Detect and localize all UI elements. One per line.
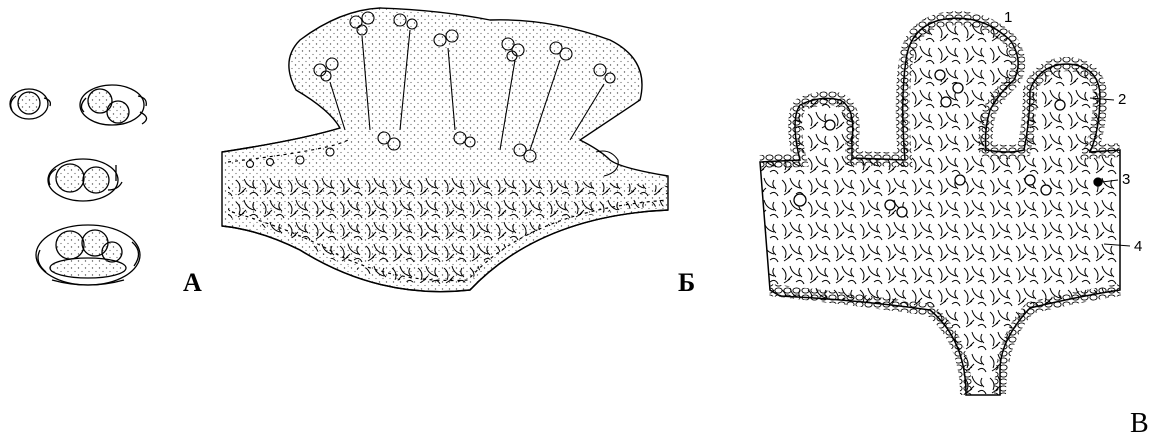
callout-3: 3 (1122, 172, 1130, 187)
panel-b-drawing (222, 8, 668, 292)
panel-c-drawing (760, 18, 1130, 395)
panel-a-drawing (10, 85, 147, 285)
callout-4: 4 (1134, 239, 1142, 254)
soredium-3 (48, 159, 122, 201)
panel-label-b: Б (678, 270, 695, 296)
soredium-4 (36, 225, 140, 285)
panel-label-a: А (183, 270, 202, 296)
callout-1: 1 (1004, 10, 1012, 25)
hyphal-network (228, 176, 668, 284)
soredium-2 (80, 85, 147, 125)
panel-label-c: В (1130, 410, 1149, 438)
callout-2: 2 (1118, 92, 1126, 107)
soredium-1 (10, 89, 50, 119)
